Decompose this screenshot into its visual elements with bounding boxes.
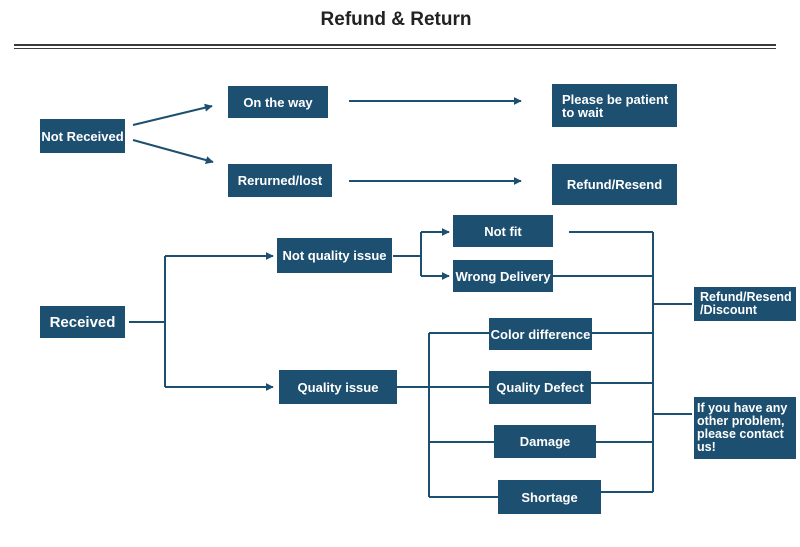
node-damage: Damage: [494, 425, 596, 458]
node-not-received: Not Received: [40, 119, 125, 153]
node-returned-lost: Rerurned/lost: [228, 164, 332, 197]
node-not-quality-issue: Not quality issue: [277, 238, 392, 273]
arrow-not-received-to-returned: [132, 139, 214, 164]
node-refund-resend: Refund/Resend: [552, 164, 677, 205]
arrow-not-received-to-on-the-way: [132, 103, 213, 126]
title-divider-top: [14, 44, 776, 46]
node-quality-defect: Quality Defect: [489, 371, 591, 404]
node-refund-resend-discount: Refund/Resend /Discount: [694, 287, 796, 321]
node-please-wait: Please be patient to wait: [552, 84, 677, 127]
node-quality-issue: Quality issue: [279, 370, 397, 404]
title-divider-bottom: [14, 48, 776, 49]
page-title: Refund & Return: [320, 9, 472, 30]
node-shortage: Shortage: [498, 480, 601, 514]
node-on-the-way: On the way: [228, 86, 328, 118]
node-contact-us: If you have any other problem, please co…: [694, 397, 796, 459]
node-not-fit: Not fit: [453, 215, 553, 247]
node-wrong-delivery: Wrong Delivery: [453, 260, 553, 292]
node-color-difference: Color difference: [489, 318, 592, 350]
node-received: Received: [40, 306, 125, 338]
